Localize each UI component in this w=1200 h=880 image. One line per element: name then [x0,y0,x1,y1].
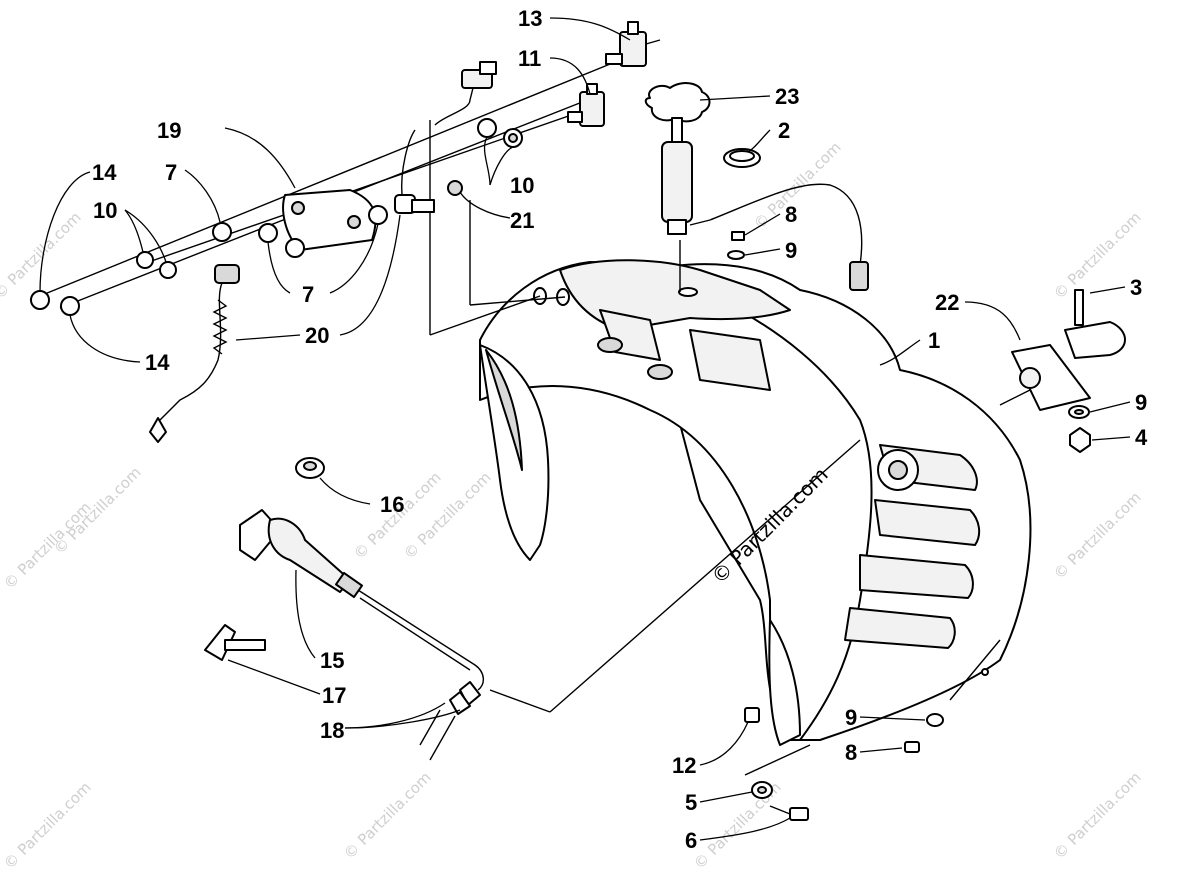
left-components [30,61,523,443]
callout-15: 15 [320,648,344,673]
callout-9-bottom: 9 [845,705,857,730]
console-housing: © Partzilla.com [479,259,1032,746]
callout-13: 13 [518,6,542,31]
lever-assembly [204,457,484,761]
callout-7-bottom: 7 [302,282,314,307]
callout-17: 17 [322,683,346,708]
callout-20: 20 [305,323,329,348]
callout-14-bottom: 14 [145,350,170,375]
knob-assembly [644,82,869,291]
leader-lines [39,17,1131,841]
watermark: © Partzilla.com [340,768,435,863]
callout-9-top: 9 [785,238,797,263]
callout-22: 22 [935,290,959,315]
switch-11 [567,83,605,127]
callout-19: 19 [157,118,181,143]
callout-6: 6 [685,828,697,853]
bottom-hardware [744,707,944,821]
watermark: © Partzilla.com [1050,768,1145,863]
callout-12: 12 [672,753,696,778]
watermark: © Partzilla.com [0,498,95,593]
callout-14-top: 14 [92,160,117,185]
watermark: © Partzilla.com [0,778,95,873]
watermark: © Partzilla.com [50,463,145,558]
watermark: © Partzilla.com [400,468,495,563]
watermark: © Partzilla.com [1050,488,1145,583]
callout-4: 4 [1135,425,1148,450]
callout-1: 1 [928,328,940,353]
callout-8-bottom: 8 [845,740,857,765]
callout-11: 11 [518,46,541,71]
callout-18: 18 [320,718,344,743]
callout-10-left: 10 [93,198,117,223]
bracket-assembly [1011,289,1126,453]
callout-3: 3 [1130,275,1142,300]
callout-labels: 13 11 23 2 19 14 7 10 10 21 8 9 3 22 7 2… [92,6,1148,853]
callout-10-right: 10 [510,173,534,198]
callout-7-top: 7 [165,160,177,185]
callout-5: 5 [685,790,697,815]
callout-16: 16 [380,492,404,517]
switch-13 [605,21,661,67]
callout-21: 21 [510,208,534,233]
callout-9-right: 9 [1135,390,1147,415]
callout-8-top: 8 [785,202,797,227]
callout-23: 23 [775,84,799,109]
callout-2: 2 [778,118,790,143]
